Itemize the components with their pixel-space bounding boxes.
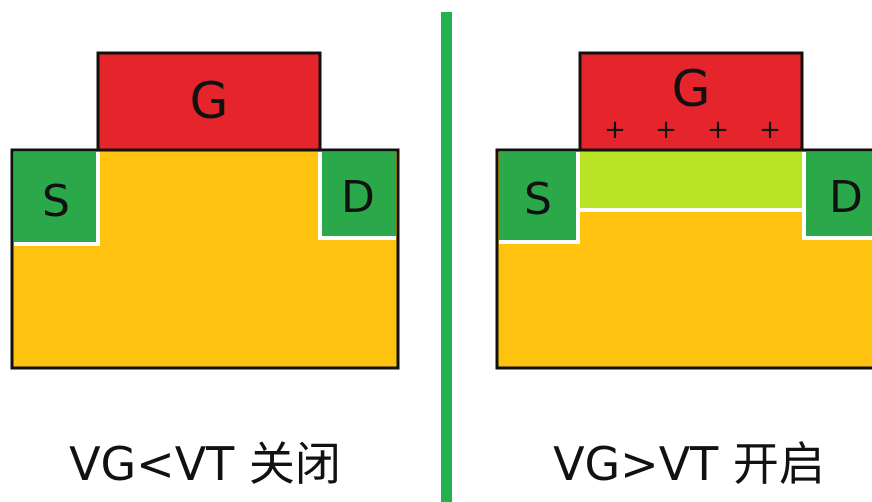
panel-divider bbox=[441, 12, 452, 502]
right-gate bbox=[578, 51, 804, 152]
gate-charge-plus: + bbox=[759, 115, 781, 145]
right-source-label: S bbox=[524, 174, 552, 225]
right-drain-region bbox=[804, 152, 872, 238]
left-gate bbox=[96, 51, 322, 152]
left-drain-border bbox=[318, 152, 396, 240]
gate-charge-plus: + bbox=[655, 115, 677, 145]
gate-charges: + + + + bbox=[604, 115, 781, 145]
left-gate-label: G bbox=[190, 72, 229, 130]
right-source-region bbox=[499, 152, 578, 242]
right-gate-label: G bbox=[672, 60, 711, 118]
left-source-region bbox=[14, 152, 98, 244]
right-caption: VG>VT 开启 bbox=[553, 437, 825, 491]
left-caption: VG<VT 关闭 bbox=[69, 437, 341, 491]
left-source-border bbox=[14, 152, 100, 246]
right-transistor: G + + + + S D bbox=[495, 51, 872, 370]
left-drain-label: D bbox=[341, 172, 375, 223]
left-source-label: S bbox=[42, 176, 70, 227]
left-drain-region bbox=[320, 152, 396, 238]
left-transistor: G S D bbox=[10, 51, 400, 370]
right-drain-label: D bbox=[829, 172, 863, 223]
gate-charge-plus: + bbox=[707, 115, 729, 145]
right-channel bbox=[578, 152, 804, 210]
right-drain-border bbox=[802, 152, 872, 240]
right-source-border bbox=[499, 152, 580, 244]
gate-charge-plus: + bbox=[604, 115, 626, 145]
